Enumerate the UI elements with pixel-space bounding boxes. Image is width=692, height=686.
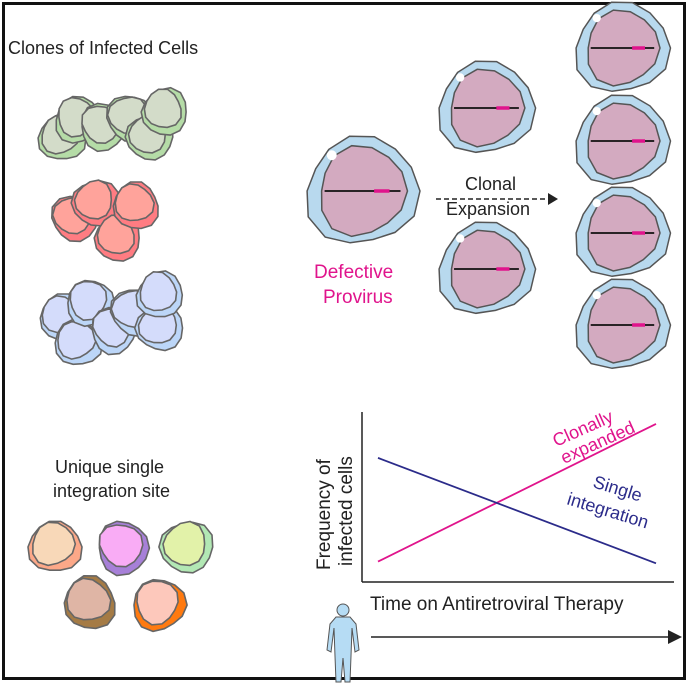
expanded-cell xyxy=(575,94,672,186)
expanded-cell xyxy=(575,186,672,278)
red-clone-cell xyxy=(70,179,120,227)
provirus-label-line1: Defective xyxy=(314,262,394,283)
red-clone-cell xyxy=(112,181,159,230)
unique-cell xyxy=(158,520,214,574)
blue-clone-cell xyxy=(54,318,104,366)
y-axis-label-line1: Frequency of xyxy=(314,458,335,570)
expanded-cell xyxy=(438,221,537,315)
provirus-label-line2: Provirus xyxy=(323,287,393,308)
x-axis-label: Time on Antiretroviral Therapy xyxy=(370,594,624,615)
unique-title-line1: Unique single xyxy=(55,457,165,477)
clone-clusters xyxy=(37,86,187,366)
series-line-single-integration xyxy=(377,457,657,565)
human-figure-icon xyxy=(326,603,360,683)
expanded-cell xyxy=(575,1,672,93)
defective-provirus-cell xyxy=(306,135,421,244)
expanded-cell xyxy=(575,278,672,370)
blue-clone-cell xyxy=(135,270,184,318)
expanded-cell xyxy=(438,60,537,154)
unique-cell xyxy=(63,574,116,630)
arrow-label-line2: Expansion xyxy=(446,199,531,219)
unique-cell xyxy=(133,578,188,633)
frequency-chart: Frequency of infected cells Clonally exp… xyxy=(314,406,674,583)
green-clone-cell xyxy=(140,86,187,136)
series-line-clonally-expanded xyxy=(377,423,657,563)
unique-cell xyxy=(98,520,151,577)
unique-cells xyxy=(27,520,214,633)
clones-title: Clones of Infected Cells xyxy=(8,38,199,58)
infected-cells xyxy=(306,1,672,370)
clonal-expansion-arrow xyxy=(436,193,558,205)
unique-title-line2: integration site xyxy=(53,481,171,501)
time-arrow xyxy=(371,630,682,644)
blue-clone-cell xyxy=(67,279,116,328)
figure-frame xyxy=(2,2,686,680)
arrow-label-line1: Clonal xyxy=(465,174,517,194)
y-axis-label-line2: infected cells xyxy=(336,456,357,566)
unique-cell xyxy=(27,520,83,571)
